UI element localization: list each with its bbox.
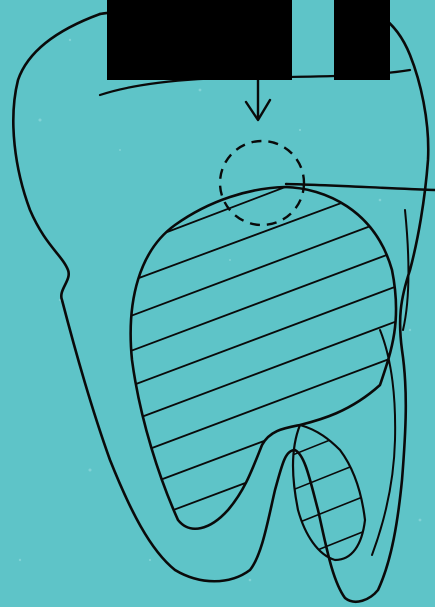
pulp-chamber-outline — [131, 187, 396, 529]
tooth-outline — [13, 8, 428, 602]
redaction-block — [334, 0, 390, 80]
inner-root-line-right — [403, 210, 409, 330]
paper-texture — [19, 39, 422, 591]
root-canal-outline — [293, 425, 365, 560]
pulp-hatching — [120, 170, 400, 565]
redaction-block — [107, 0, 292, 80]
